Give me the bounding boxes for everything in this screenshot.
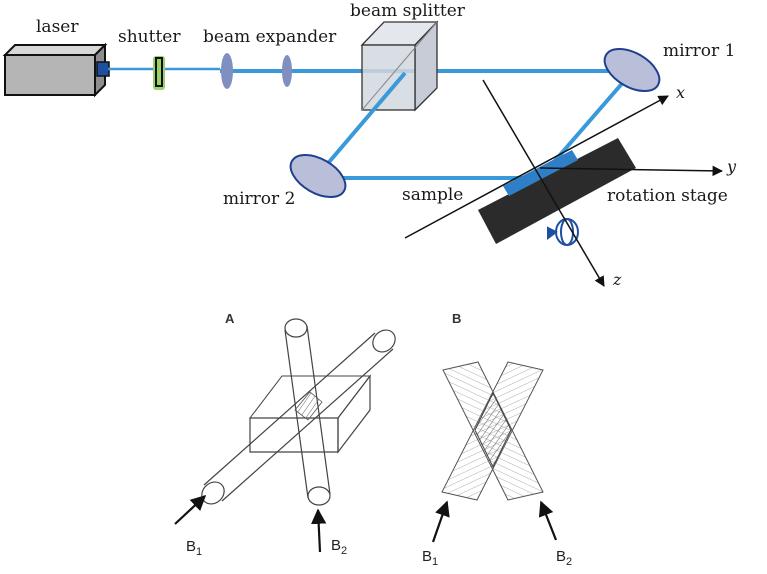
axis-y-line: [539, 165, 724, 177]
label-mirror-2: mirror 2: [223, 189, 295, 209]
mirror-2-icon: [289, 153, 347, 199]
axis-label-z: z: [612, 270, 622, 289]
label-laser: laser: [36, 17, 79, 37]
shutter-icon: [153, 56, 165, 90]
label-beam-splitter: beam splitter: [350, 1, 466, 21]
label-rotation-stage: rotation stage: [607, 186, 728, 206]
beam-expander-lens-1: [221, 53, 233, 89]
stage-block: [478, 138, 636, 244]
laser-icon: [2, 42, 110, 98]
label-b1-b: B1: [422, 548, 438, 568]
sample-plate: [503, 150, 578, 196]
rotation-stage-icon: [478, 138, 636, 244]
panel-a: A B1 B2: [174, 311, 396, 558]
rotation-arrow-icon: [547, 218, 579, 246]
arrow-b1-b: [431, 500, 450, 543]
axis-x-line: [404, 95, 669, 239]
arrow-b2-b: [538, 500, 558, 541]
panel-a-letter: A: [225, 311, 235, 326]
axis-label-x: x: [676, 83, 685, 102]
label-b2-a: B2: [331, 537, 347, 557]
arrow-b2-a: [310, 508, 327, 553]
shutter-plate: [153, 56, 165, 90]
axis-label-y: y: [726, 157, 737, 176]
label-sample: sample: [402, 185, 463, 205]
panel-b-letter: B: [452, 311, 461, 326]
label-mirror-1: mirror 1: [663, 41, 735, 61]
tube-b2: [284, 318, 331, 506]
label-b1-a: B1: [186, 538, 202, 558]
beam-expander-lens-2: [282, 55, 292, 87]
mirror-1-icon: [603, 47, 661, 93]
label-b2-b: B2: [556, 548, 572, 568]
overlap-region-b: [474, 391, 512, 469]
optical-setup: laser shutter beam expander beam splitte…: [2, 1, 737, 289]
reflected-beam-1: [316, 71, 407, 177]
arrow-b1-a: [174, 494, 207, 525]
label-beam-expander: beam expander: [203, 27, 337, 47]
panel-b: B B1 B2: [422, 311, 572, 568]
tube-b1: [201, 329, 396, 505]
label-shutter: shutter: [118, 27, 181, 47]
laser-body: [4, 54, 96, 96]
axis-z-line: [482, 79, 605, 287]
beam-splitter-icon: [360, 20, 439, 112]
overlap-region-a: [294, 391, 323, 421]
